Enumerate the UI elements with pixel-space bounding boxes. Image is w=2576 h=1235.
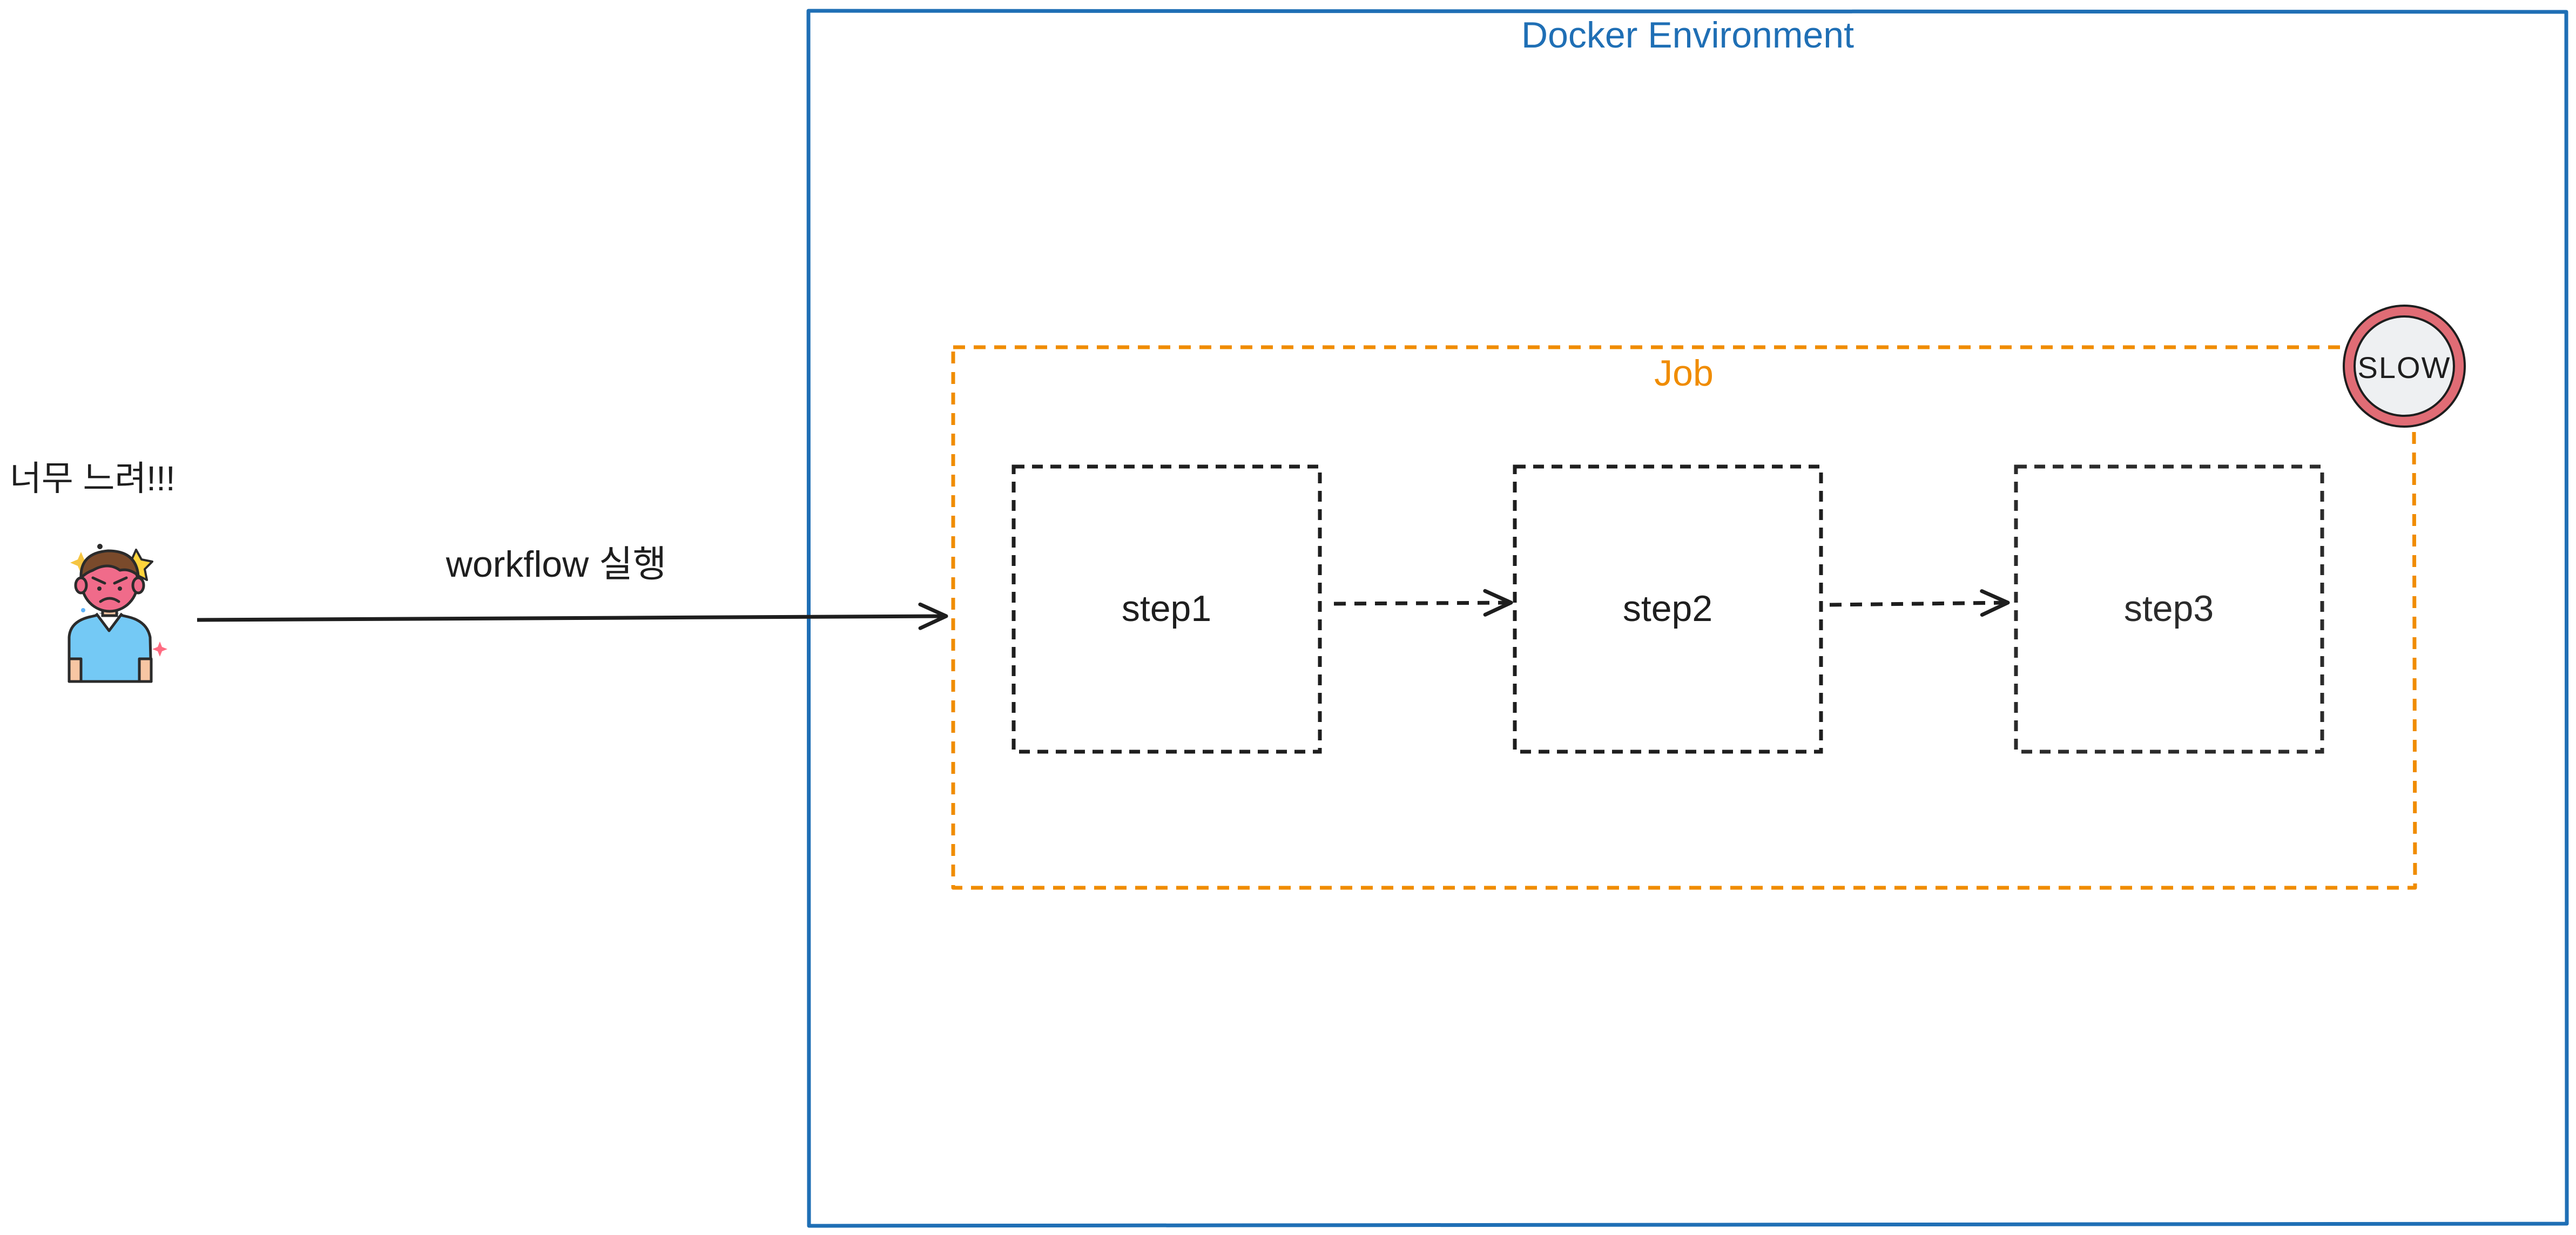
user-exclamation: 너무 느려!!!	[10, 459, 176, 498]
step-box-1-label: step1	[1122, 588, 1211, 629]
step-box-2-border	[1513, 464, 1823, 754]
arrow-step1-to-step2	[1333, 589, 1513, 617]
step-box-2-label: step2	[1623, 588, 1712, 629]
frustrated-developer-icon	[68, 544, 167, 683]
job-border	[951, 345, 2417, 890]
step-box-1-border	[1011, 464, 1322, 754]
step-box-3-border	[2014, 464, 2324, 754]
docker-environment-border	[806, 9, 2569, 1228]
docker-environment-container: Docker Environment	[806, 9, 2569, 1228]
slow-badge: SLOW	[2343, 305, 2466, 428]
job-container: Job	[951, 345, 2417, 890]
trigger-label: workflow 실행	[446, 544, 667, 585]
arrow-workflow-trigger	[197, 602, 948, 630]
step-box-1: step1	[1011, 464, 1322, 754]
job-title: Job	[1654, 353, 1714, 394]
arrow-step2-to-step3	[1829, 589, 2010, 617]
docker-environment-title: Docker Environment	[1521, 15, 1854, 56]
step-box-2: step2	[1513, 464, 1823, 754]
step-box-3: step3	[2014, 464, 2324, 754]
slow-badge-face	[2354, 315, 2455, 417]
slow-badge-label: SLOW	[2358, 350, 2451, 384]
step-box-3-label: step3	[2124, 588, 2214, 629]
